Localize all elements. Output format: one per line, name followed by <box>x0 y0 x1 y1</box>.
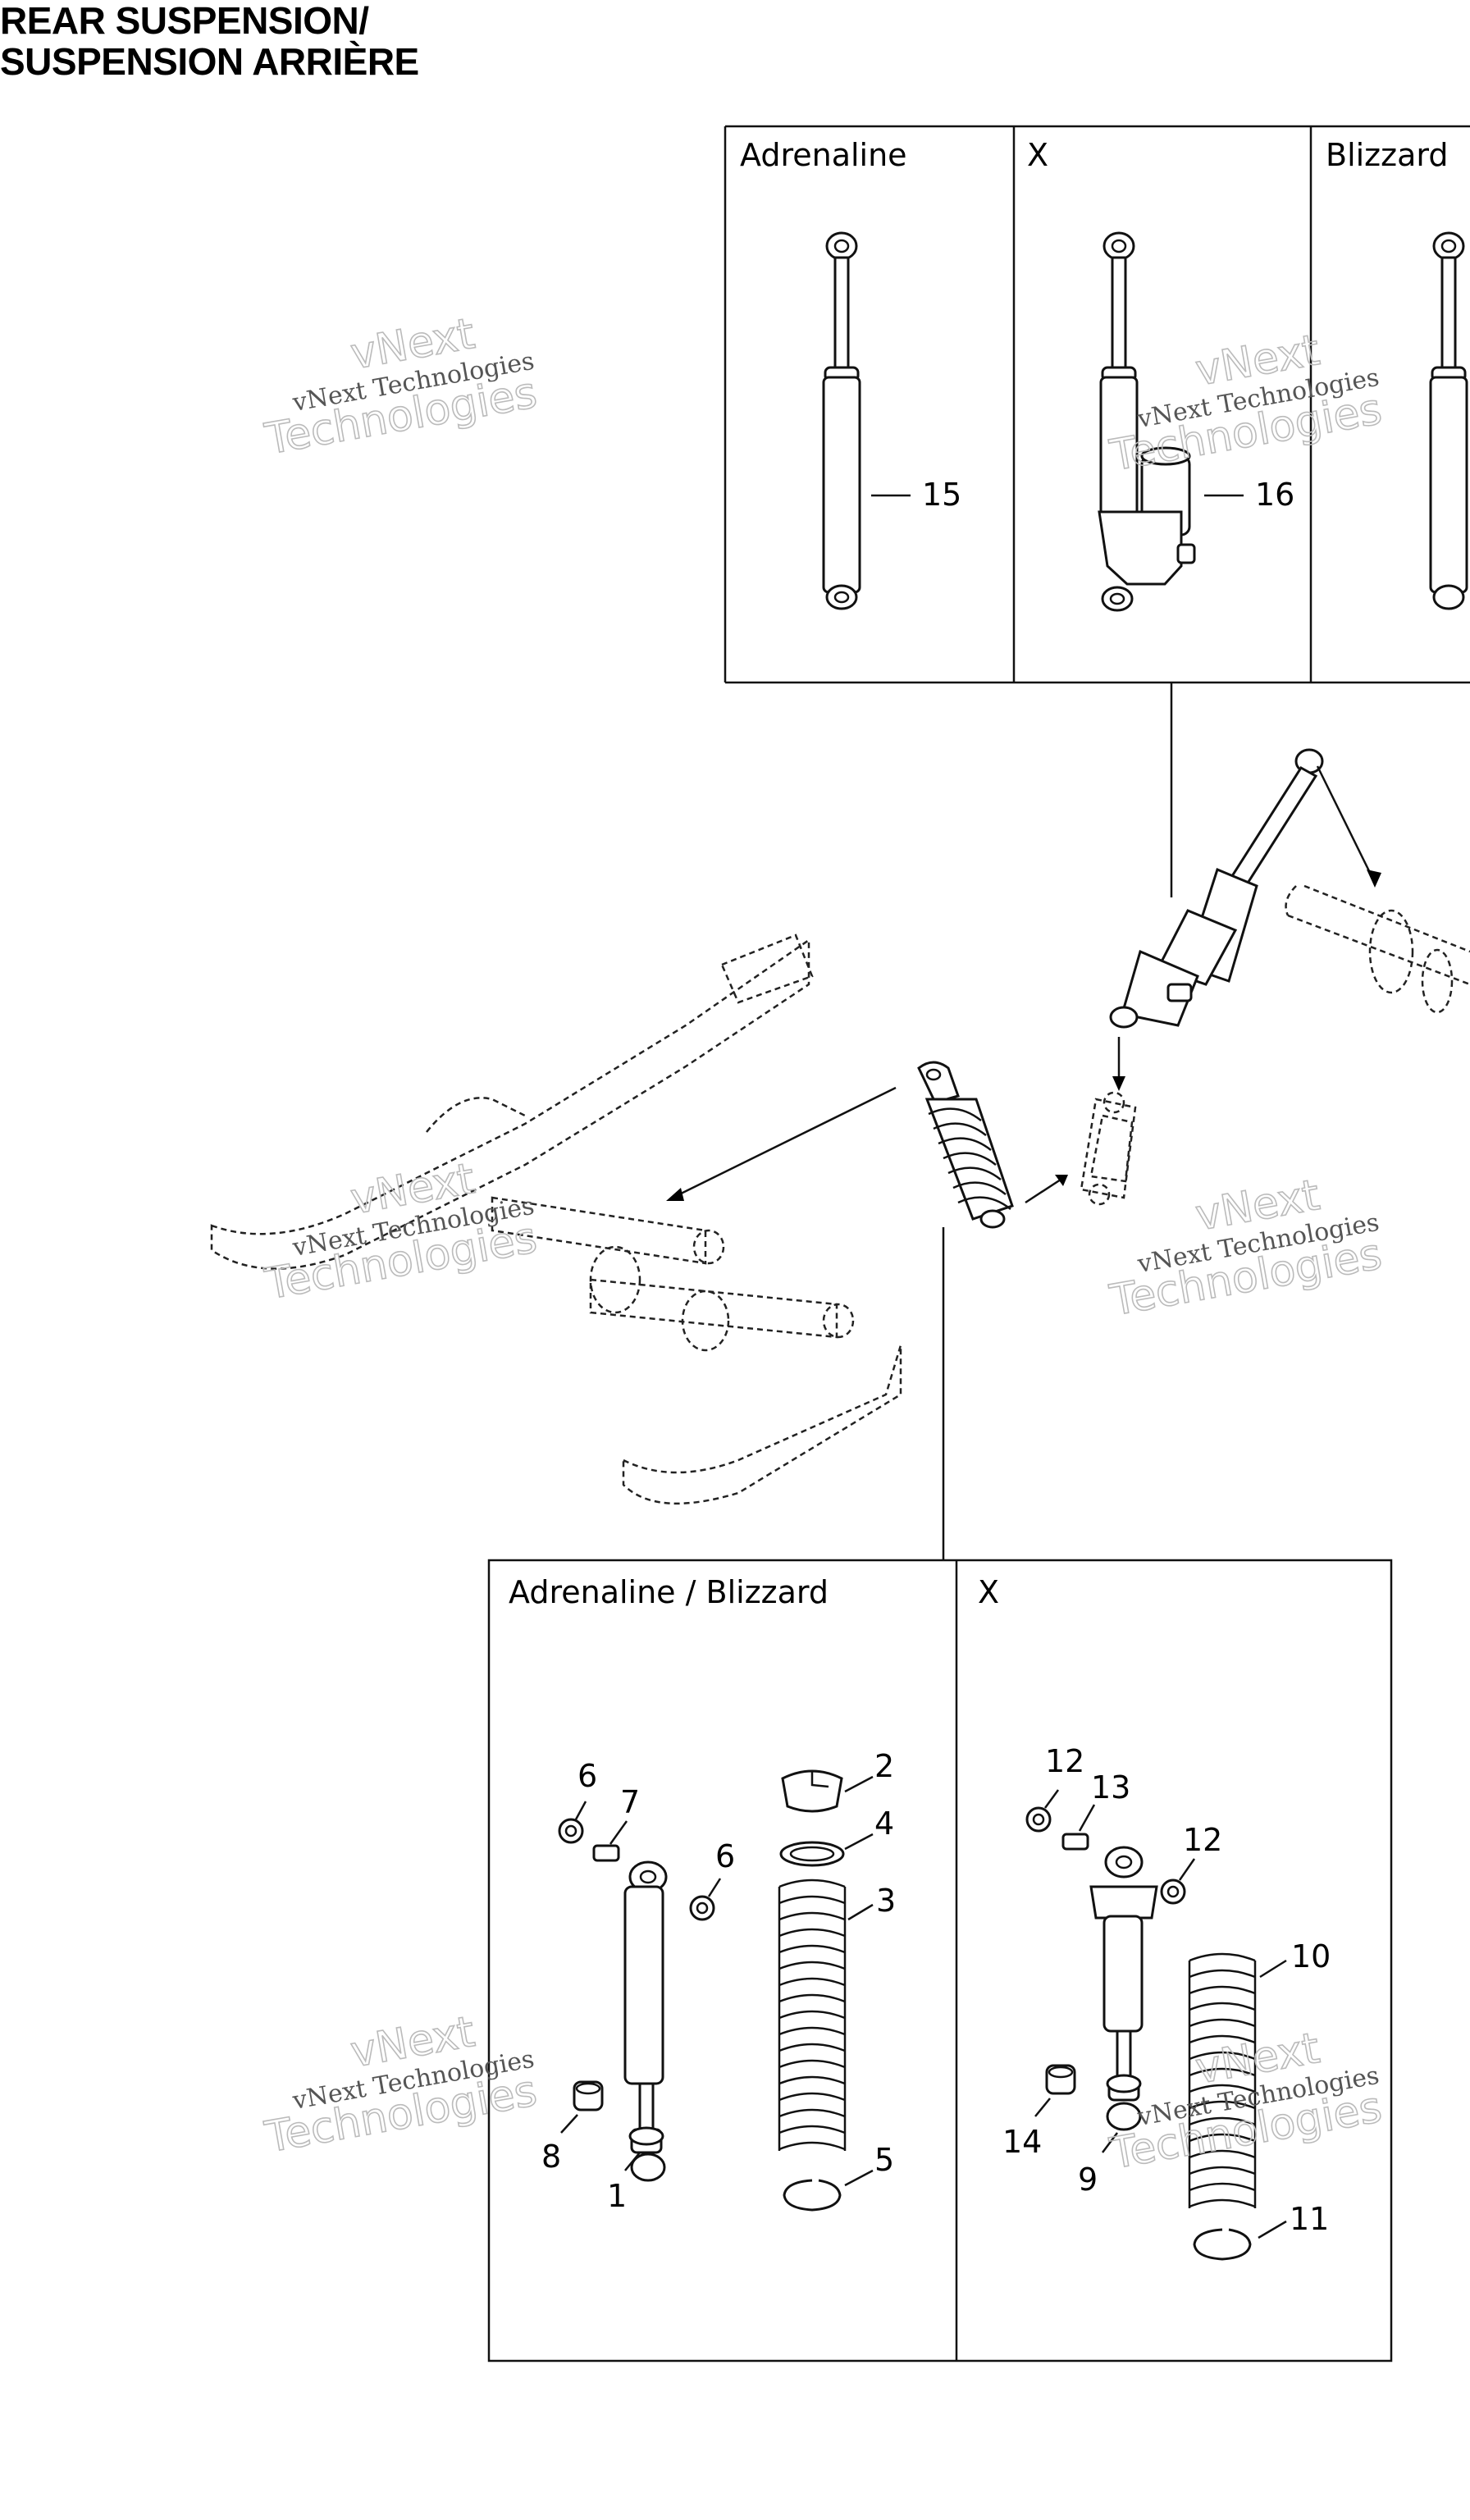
arrow-left <box>672 1086 897 1199</box>
pin-7 <box>592 1844 620 1862</box>
ref-16: 16 <box>1255 477 1294 513</box>
top-panel-label-adrenaline: Adrenaline <box>740 137 907 173</box>
skid-frame-assembly <box>210 934 902 1505</box>
leader-12a <box>1043 1789 1060 1809</box>
shock-absorber-16 <box>1098 231 1196 612</box>
ref-5: 5 <box>874 2142 894 2178</box>
arrow-link-head <box>1055 1175 1068 1186</box>
ref-12a: 12 <box>1045 1743 1084 1779</box>
ref-2: 2 <box>874 1748 894 1784</box>
watermark-4: vNext vNext Technologies Technologies <box>1106 1170 1386 1326</box>
ref-11: 11 <box>1290 2201 1329 2237</box>
retaining-ring-11 <box>1193 2228 1252 2261</box>
ref-13: 13 <box>1091 1769 1130 1806</box>
leader-12b <box>1178 1858 1196 1881</box>
top-panel-label-x: X <box>1027 137 1048 173</box>
ref-9: 9 <box>1078 2162 1098 2198</box>
watermark-1: vNext vNext Technologies Technologies <box>261 308 541 465</box>
watermark-2: vNext vNext Technologies Technologies <box>1106 325 1386 482</box>
arrow-right <box>1316 765 1376 883</box>
ref-12b: 12 <box>1183 1822 1222 1858</box>
top-panel-label-blizzard: Blizzard <box>1326 137 1448 173</box>
bushing-6b <box>689 1895 715 1921</box>
ref-7: 7 <box>620 1784 640 1820</box>
bushing-12b <box>1160 1879 1186 1905</box>
leader-1 <box>624 2152 641 2171</box>
spacer-4 <box>779 1841 845 1867</box>
watermark-5: vNext vNext Technologies Technologies <box>261 2006 541 2163</box>
bottom-panel-label-x: X <box>978 1574 999 1610</box>
leader-3 <box>847 1903 874 1921</box>
arrow-down-head <box>1112 1076 1125 1091</box>
leader-6b <box>707 1878 722 1897</box>
ref-3: 3 <box>876 1883 896 1919</box>
leader-9 <box>1102 2132 1118 2153</box>
leader-6a <box>574 1801 587 1820</box>
top-panel-frame <box>724 125 1470 684</box>
ref-15: 15 <box>922 477 961 513</box>
bushing-8 <box>573 2080 604 2111</box>
leader-13 <box>1078 1804 1096 1832</box>
leader-5 <box>844 2169 874 2187</box>
ref-14: 14 <box>1002 2124 1042 2160</box>
arrow-link <box>1025 1176 1064 1204</box>
center-coil-shock <box>917 1061 1014 1229</box>
bottom-panel-label-adrenaline-blizzard: Adrenaline / Blizzard <box>509 1574 829 1610</box>
ref-8: 8 <box>541 2139 561 2175</box>
leader-7 <box>609 1820 628 1845</box>
leader-10 <box>1259 1959 1287 1979</box>
watermark-3: vNext vNext Technologies Technologies <box>261 1153 541 1310</box>
ref-6a: 6 <box>578 1758 597 1794</box>
shock-absorber-15 <box>822 231 861 610</box>
shock-absorber-blizzard <box>1429 231 1468 610</box>
spring-3 <box>778 1879 847 2151</box>
arrow-left-head <box>666 1188 684 1201</box>
link-bracket <box>1080 1091 1137 1206</box>
bottom-panel-frame <box>487 1559 1393 2362</box>
retaining-ring-5 <box>783 2179 842 2212</box>
spring-seat-2 <box>781 1769 843 1813</box>
ref-6b: 6 <box>715 1838 735 1874</box>
bushing-6a <box>558 1818 584 1844</box>
leader-2 <box>844 1775 874 1793</box>
ref-1: 1 <box>607 2178 627 2214</box>
rear-arm-partial <box>1285 884 1470 1014</box>
leader-8 <box>560 2114 578 2134</box>
front-arm-shock <box>1109 748 1324 1029</box>
page-title: REAR SUSPENSION/ SUSPENSION ARRIÈRE <box>0 0 419 82</box>
shock-absorber-1 <box>623 1860 668 2182</box>
bushing-14 <box>1045 2064 1076 2095</box>
leader-14 <box>1034 2098 1051 2117</box>
ref-10: 10 <box>1291 1938 1331 1974</box>
leader-11 <box>1258 2220 1287 2239</box>
shock-absorber-9 <box>1089 1846 1158 2131</box>
ref-4: 4 <box>874 1806 894 1842</box>
title-line-1: REAR SUSPENSION/ <box>0 0 369 42</box>
spring-10 <box>1188 1952 1257 2208</box>
pin-13 <box>1061 1833 1089 1851</box>
arrow-right-head <box>1367 870 1381 888</box>
title-line-2: SUSPENSION ARRIÈRE <box>0 40 419 83</box>
bushing-12a <box>1025 1806 1052 1833</box>
leader-4 <box>844 1833 874 1851</box>
